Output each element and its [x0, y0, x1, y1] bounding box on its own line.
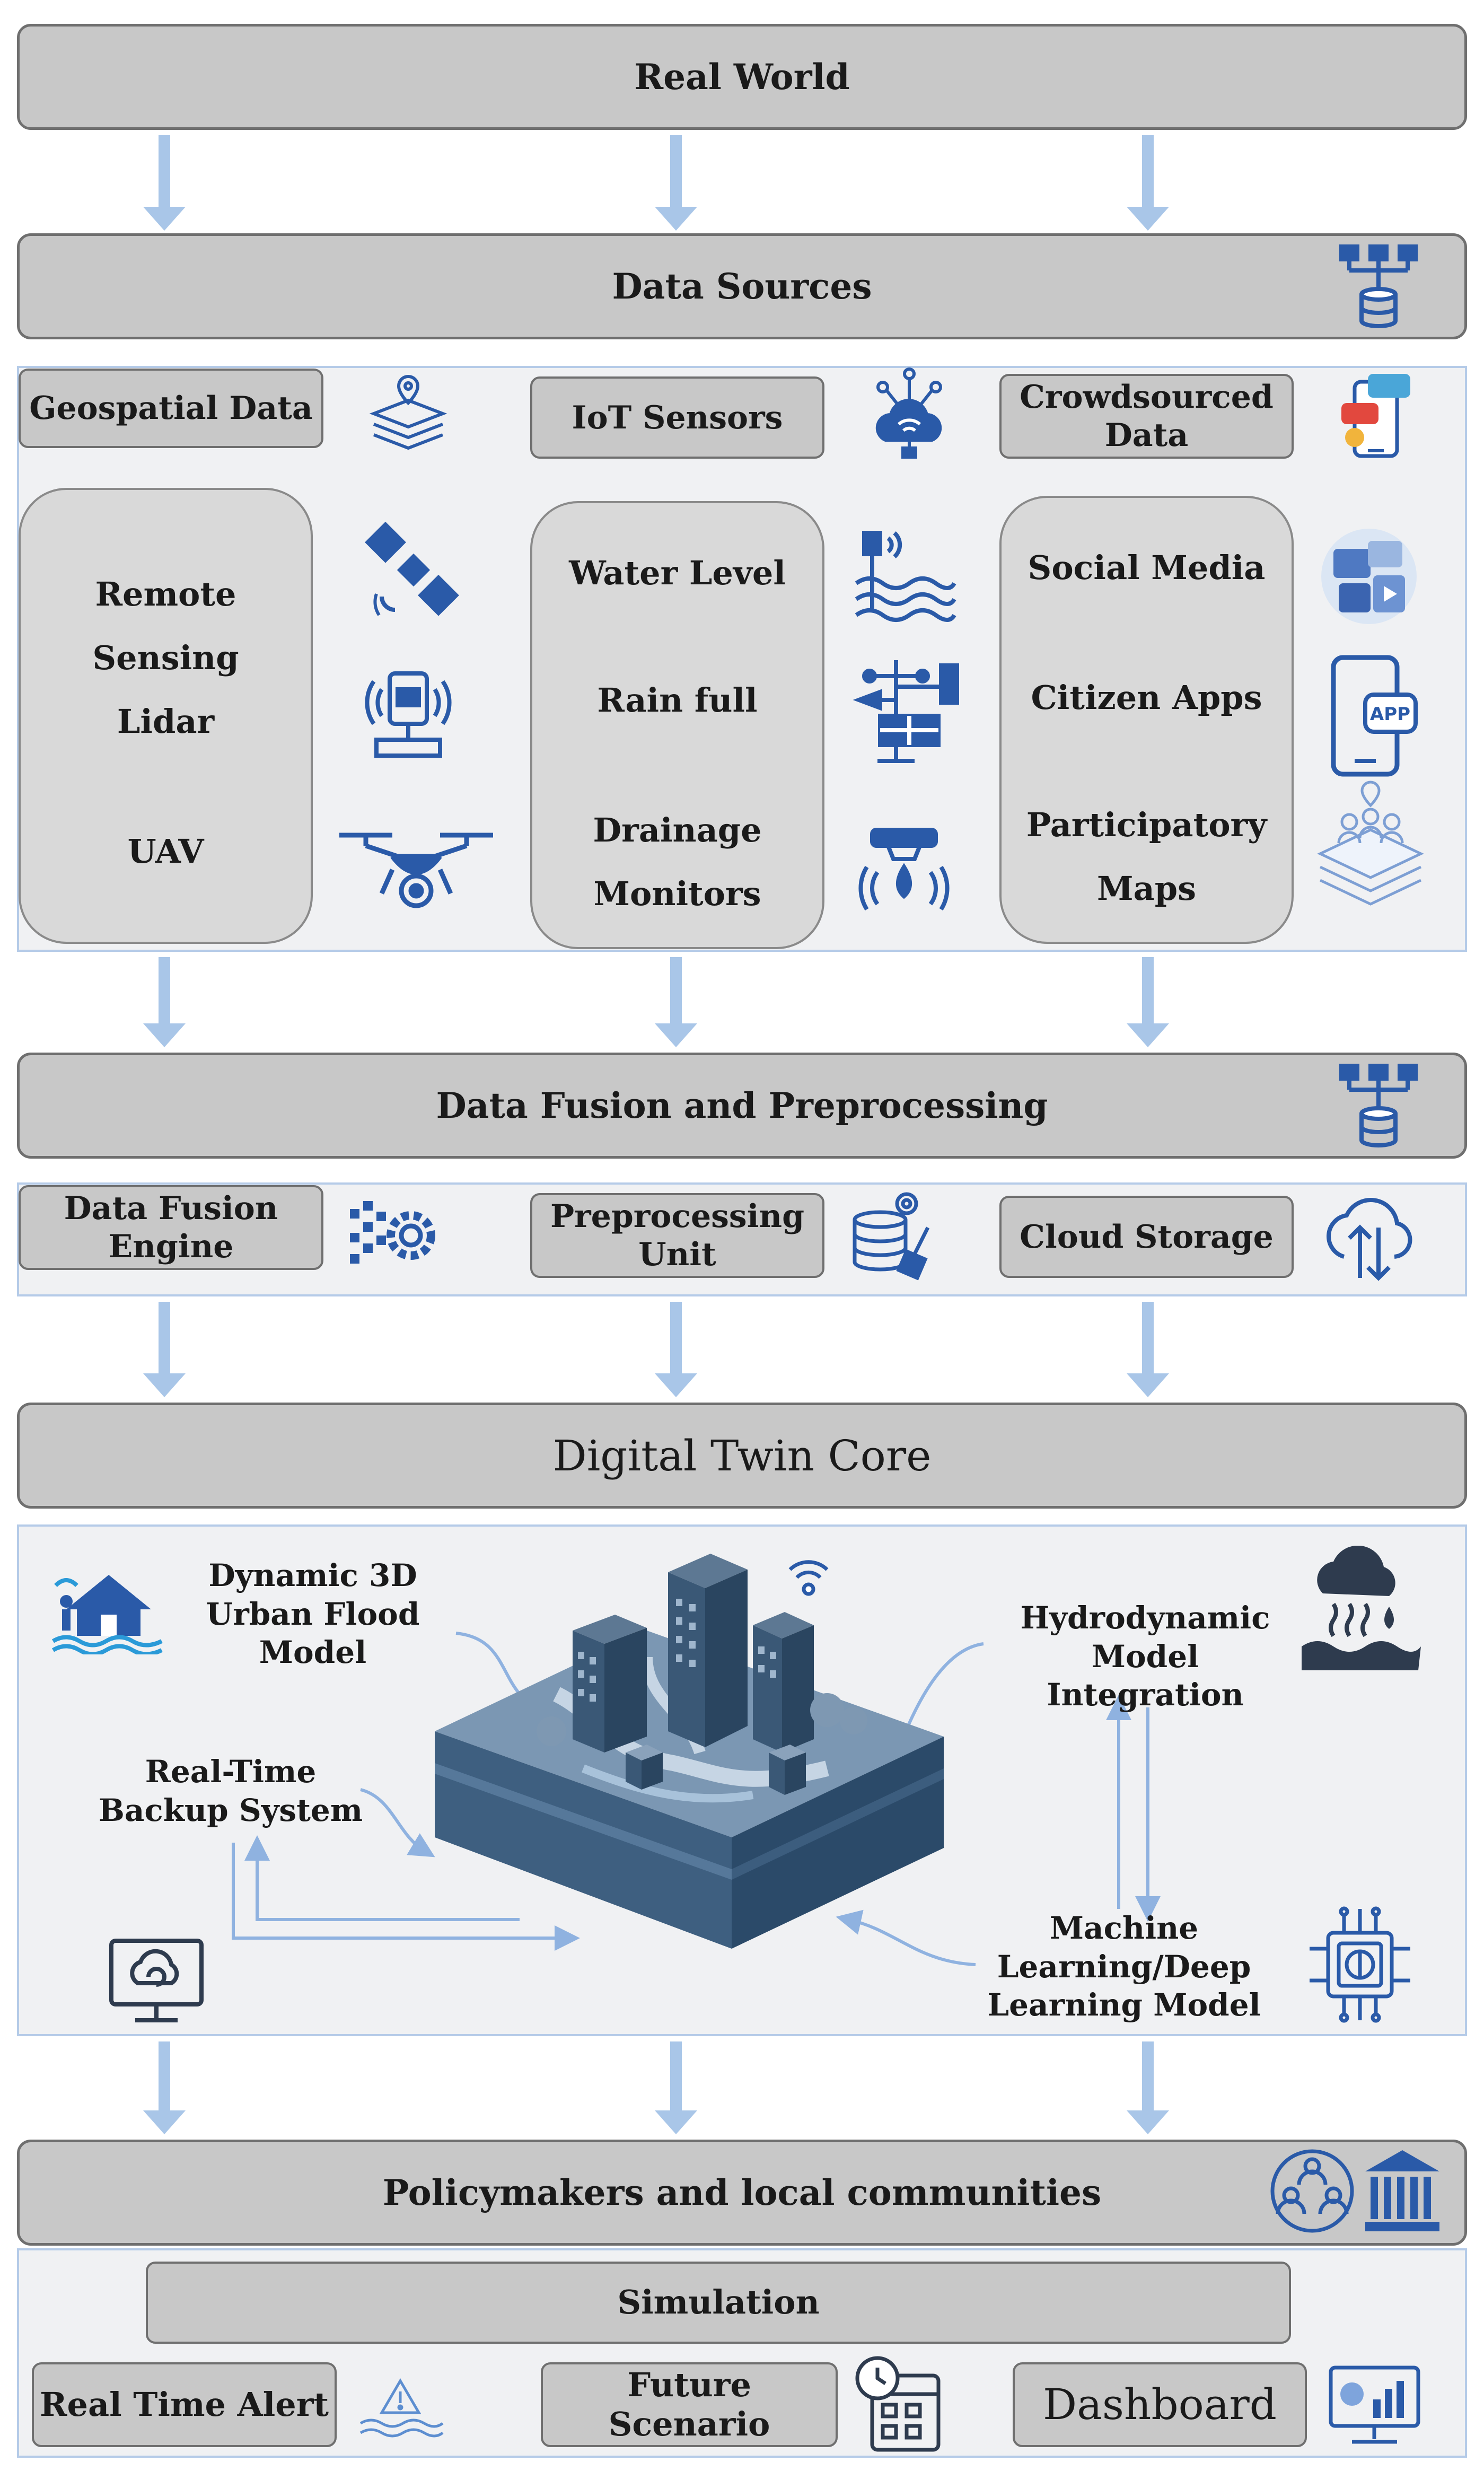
- item-citizen-apps: Citizen Apps: [1031, 678, 1262, 717]
- preprocessing-unit: Preprocessing Unit: [530, 1193, 824, 1278]
- item-maps: Maps: [1096, 869, 1197, 908]
- item-rain-full: Rain full: [597, 681, 758, 720]
- item-participatory: Participatory: [1026, 805, 1267, 844]
- community-government-icon: [1270, 2149, 1439, 2233]
- digital-twin-core-layer: Digital Twin Core: [17, 1403, 1467, 1509]
- iot-sensors-title: IoT Sensors: [530, 376, 824, 459]
- cloud-storage: Cloud Storage: [999, 1196, 1294, 1278]
- alert-warning-icon: [359, 2378, 444, 2438]
- water-level-sensor-icon: [855, 531, 956, 622]
- real-world-label: Real World: [634, 56, 850, 98]
- backup-system-label: Real-Time Backup System: [98, 1754, 363, 1828]
- data-fusion-label: Data Fusion and Preprocessing: [436, 1085, 1048, 1126]
- item-water-level: Water Level: [569, 554, 786, 592]
- item-monitors: Monitors: [593, 874, 761, 913]
- policymakers-layer: Policymakers and local communities: [17, 2140, 1467, 2246]
- calendar-clock-icon: [855, 2356, 941, 2452]
- flood-model-label: Dynamic 3D Urban Flood Model: [206, 1557, 420, 1670]
- fusion-gear-icon: [350, 1201, 435, 1264]
- crowd-items: Social Media Citizen Apps Participatory …: [999, 496, 1294, 944]
- hydrodynamic-label: Hydrodynamic Model Integration: [1020, 1600, 1270, 1713]
- item-drainage: Drainage: [593, 811, 762, 849]
- data-sources-layer: Data Sources: [17, 233, 1467, 339]
- cloud-upload-download-icon: [1327, 1198, 1412, 1281]
- item-sensing: Sensing: [92, 638, 239, 677]
- data-fusion-layer: Data Fusion and Preprocessing: [17, 1053, 1467, 1159]
- drone-icon: [339, 833, 493, 908]
- simulation-box: Simulation: [146, 2262, 1291, 2344]
- svg-text:APP: APP: [1370, 704, 1410, 725]
- monitor-backup-icon: [109, 1939, 204, 2022]
- item-social-media: Social Media: [1028, 548, 1266, 587]
- item-uav: UAV: [127, 832, 204, 871]
- real-world-layer: Real World: [17, 24, 1467, 130]
- social-media-icon: [1321, 529, 1417, 624]
- participatory-map-icon: [1317, 781, 1424, 906]
- geospatial-items: Remote Sensing Lidar UAV: [19, 488, 313, 944]
- cloud-wifi-icon: [875, 367, 942, 459]
- digital-twin-city-illustration: [435, 1554, 944, 1949]
- geospatial-data-title: Geospatial Data: [19, 369, 323, 448]
- phone-chat-icon: [1341, 374, 1410, 458]
- lidar-sensor-icon: [365, 671, 452, 758]
- ml-model-label: Machine Learning/Deep Learning Model: [987, 1910, 1261, 2023]
- data-sources-label: Data Sources: [612, 266, 872, 307]
- dashboard-box: Dashboard: [1013, 2362, 1307, 2447]
- database-broom-icon: [853, 1192, 930, 1281]
- policymakers-label: Policymakers and local communities: [382, 2172, 1102, 2213]
- crowdsourced-data-title: Crowdsourced Data: [999, 374, 1294, 459]
- dashboard-monitor-icon: [1329, 2365, 1420, 2444]
- data-fusion-engine: Data Fusion Engine: [19, 1185, 323, 1270]
- digital-twin-core-label: Digital Twin Core: [552, 1431, 932, 1480]
- ai-chip-brain-icon: [1310, 1906, 1410, 2023]
- item-lidar: Lidar: [117, 702, 215, 741]
- item-remote: Remote: [95, 575, 236, 614]
- weather-station-icon: [853, 660, 959, 763]
- map-layers-pin-icon: [369, 374, 447, 450]
- flood-house-icon: [51, 1575, 163, 1654]
- database-network-icon: [1339, 244, 1418, 328]
- real-time-alert-box: Real Time Alert: [32, 2362, 337, 2447]
- iot-items: Water Level Rain full Drainage Monitors: [530, 501, 824, 949]
- rain-flood-icon: [1302, 1546, 1421, 1670]
- database-network-icon-2: [1339, 1064, 1418, 1147]
- future-scenario-box: Future Scenario: [541, 2362, 838, 2447]
- satellite-icon: [365, 521, 459, 616]
- drainage-monitor-icon: [858, 828, 950, 911]
- citizen-app-phone-icon: APP: [1331, 655, 1418, 777]
